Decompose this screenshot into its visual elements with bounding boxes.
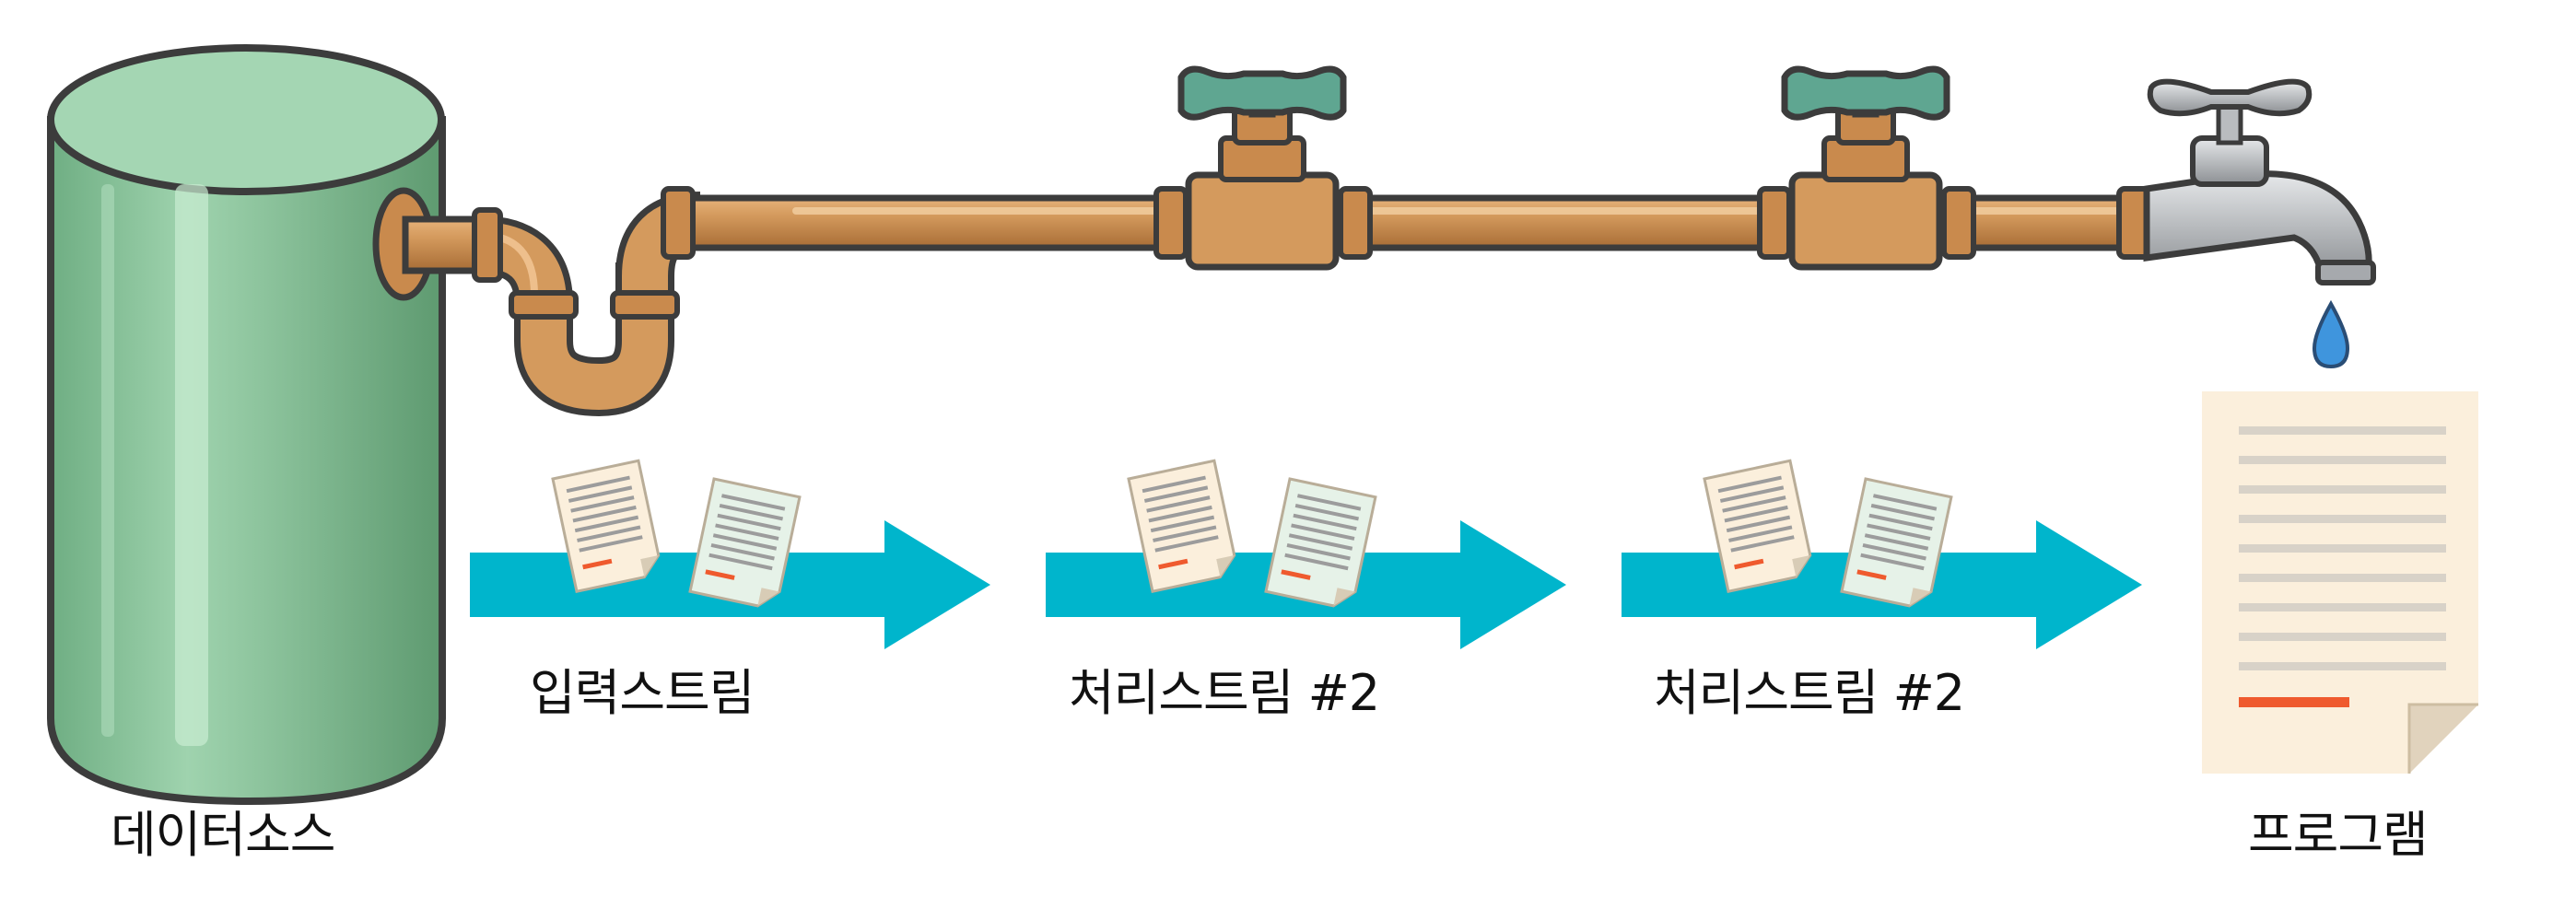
process-stream-label-2: 처리스트림 #2 <box>1654 664 1965 722</box>
water-drop-icon <box>2312 299 2350 369</box>
process-stream-label-1: 처리스트림 #2 <box>1069 664 1380 722</box>
data-source-label: 데이터소스 <box>111 806 335 864</box>
valve-icon <box>1177 65 1347 271</box>
document-icon <box>1840 477 1953 608</box>
tank-icon <box>47 44 446 806</box>
document-icon <box>1127 459 1236 594</box>
input-stream-label: 입력스트림 <box>530 664 755 722</box>
document-icon <box>2202 391 2478 774</box>
valve-icon <box>1781 65 1950 271</box>
document-icon <box>551 459 661 594</box>
document-icon <box>1264 477 1377 608</box>
document-icon <box>688 477 802 608</box>
faucet-icon <box>2143 78 2376 285</box>
document-icon <box>1703 459 1812 594</box>
program-label: 프로그램 <box>2248 806 2429 864</box>
pipe-icon <box>372 186 2160 417</box>
